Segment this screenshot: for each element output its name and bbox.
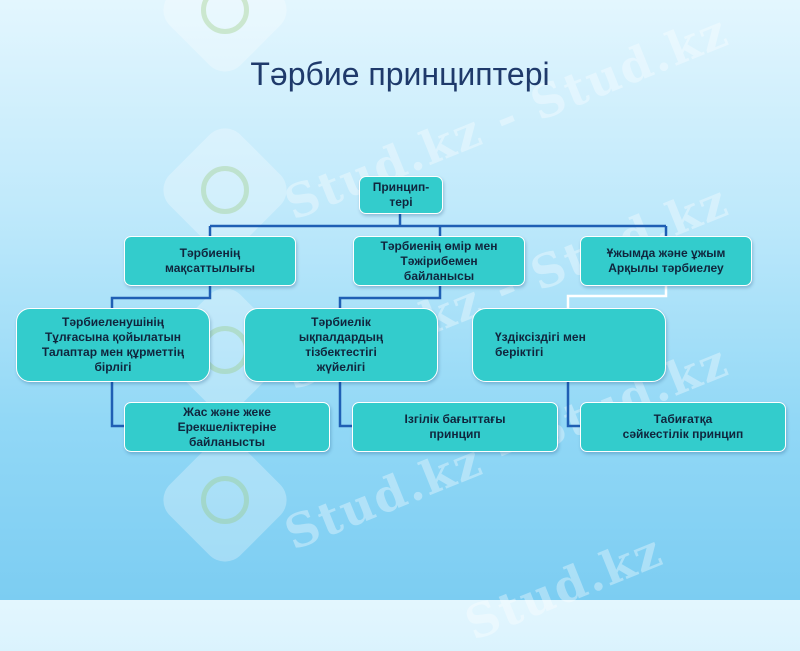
node-l3-humanistic: Ізгілік бағыттағы принцип [352, 402, 558, 452]
connector-l2c-to-l3c [566, 382, 580, 428]
connector-lines [110, 214, 668, 428]
node-root: Принцип- тері [359, 176, 443, 214]
connector-l1b-to-l2b [338, 286, 442, 308]
node-l2-consistency: Тәрбиелік ықпалдардың тізбектестігі жүйе… [244, 308, 438, 382]
connector-l2a-to-l3a [110, 382, 124, 428]
connector-l2b-to-l3b [338, 382, 352, 428]
connector-l1c-to-l2c [566, 286, 668, 308]
node-l3-age-individual: Жас және жеке Ерекшеліктеріне байланысты [124, 402, 330, 452]
page-title: Тәрбие принциптері [250, 56, 550, 92]
node-l3-nature: Табиғатқа сәйкестілік принцип [580, 402, 786, 452]
node-l2-continuity: Үздіксіздігі мен беріктігі [472, 308, 666, 382]
node-l1-goal: Тәрбиенің мақсаттылығы [124, 236, 296, 286]
node-l2-unity-demands: Тәрбиеленушінің Тұлғасына қойылатын Тала… [16, 308, 210, 382]
connector-l1a-to-l2a [110, 286, 212, 308]
node-l1-collective: Ұжымда және ұжым Арқылы тәрбиелеу [580, 236, 752, 286]
node-l1-life-practice: Тәрбиенің өмір мен Тәжірибемен байланысы [353, 236, 525, 286]
